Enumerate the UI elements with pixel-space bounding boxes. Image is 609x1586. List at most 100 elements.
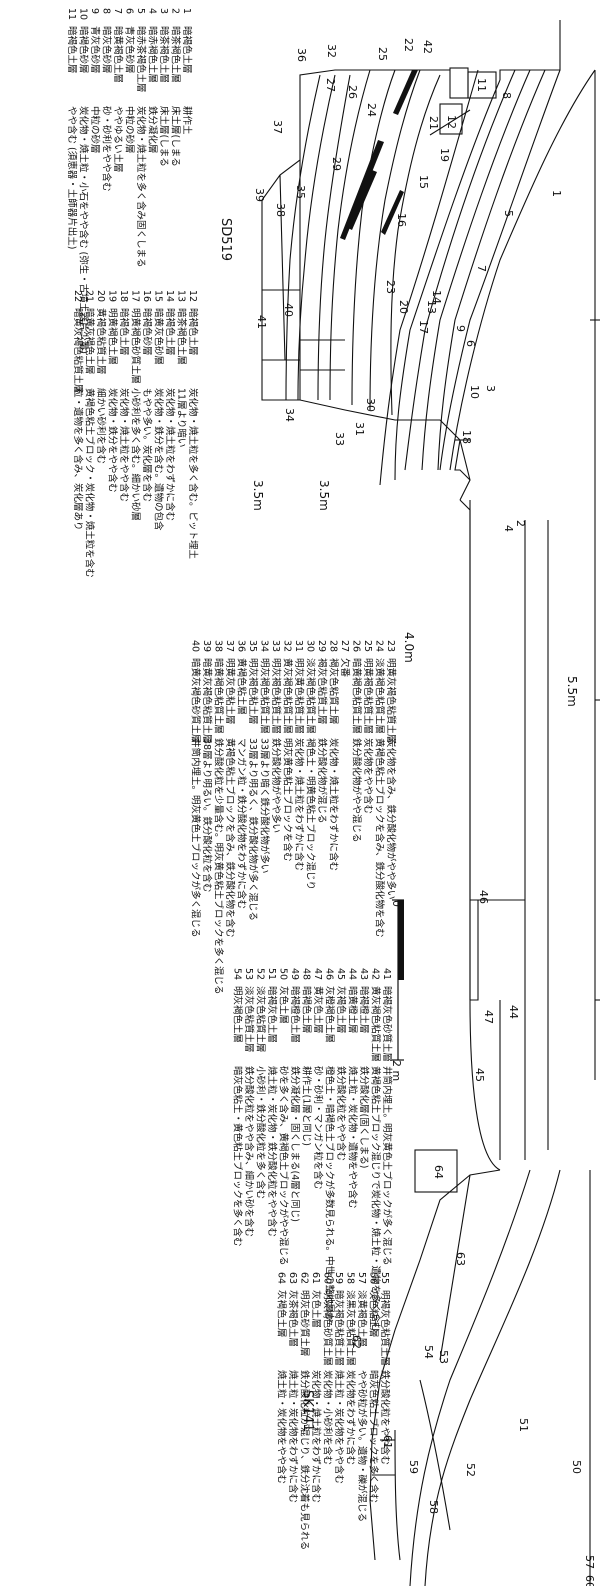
layer-number: 24 — [365, 103, 378, 117]
legend-color: 暗褐色土層 — [181, 26, 193, 74]
layer-boundary — [409, 1169, 531, 1586]
legend-no: 10 — [78, 8, 89, 20]
legend-color: 明黄褐色砂質土層 — [130, 308, 142, 384]
legend-note: 中粒の砂層 — [124, 106, 136, 154]
legend-no: 1 — [181, 8, 192, 14]
legend-note: 粒・遺物を多く含み、炭化層あり — [72, 388, 84, 531]
layer-number: 12 — [445, 115, 458, 129]
legend-color: 黄褐色粘質土層 — [95, 308, 107, 375]
layer-boundary — [369, 69, 421, 411]
legend-color: 明黄褐色土層 — [107, 308, 119, 365]
layer-number: 62 — [350, 1335, 363, 1349]
legend-no: 38 — [213, 640, 224, 652]
layer-number: 41 — [255, 315, 268, 329]
legend-note: 鉄分酸化物がやや混じる — [351, 738, 363, 843]
layer-number: 54 — [422, 1345, 435, 1359]
legend-41-54: 41暗褐灰色砂質土層井筒内埋土。明灰黄色土ブロックが多く混じる42黄灰褐色粘質土… — [232, 968, 394, 1332]
layer-number: 20 — [397, 300, 410, 314]
layer-number: 11 — [475, 78, 488, 92]
legend-color: 淡灰褐色粘質土層 — [305, 658, 317, 734]
legend-23-40: 23明黄灰褐色粘質土層炭化物を含み、鉄分酸化物がやや多い24淡黄褐色粘質土層黄褐… — [190, 640, 398, 995]
legend-no: 60 — [322, 1272, 333, 1284]
legend-note: 炭化物・焼土粒を多く含み固くしまる — [135, 106, 147, 268]
legend-note: 中粒の砂層 — [89, 106, 101, 154]
layer-boundary — [419, 1379, 451, 1531]
layer-number: 25 — [376, 47, 389, 61]
legend-note: 焼土粒・炭化物をやや含む — [276, 1370, 288, 1484]
label-sd519: SD519 — [218, 218, 233, 261]
layer-boundary — [437, 69, 546, 471]
layer-number: 30 — [364, 398, 377, 412]
legend-no: 36 — [236, 640, 247, 652]
legend-no: 6 — [124, 8, 135, 14]
legend-color: 黄褐色粘土層 — [236, 658, 248, 715]
legend-no: 14 — [164, 290, 175, 302]
legend-no: 29 — [316, 640, 327, 652]
legend-no: 45 — [335, 968, 346, 980]
layer-number: 18 — [460, 430, 473, 444]
legend-note: 鉄分酸化層(固くしまる) — [358, 1066, 370, 1168]
legend-no: 25 — [362, 640, 373, 652]
layer-number: 34 — [283, 408, 296, 422]
legend-color: 淡黄褐色粘質土層 — [374, 658, 386, 734]
sk141-outline — [369, 1169, 501, 1561]
legend-no: 8 — [101, 8, 112, 14]
legend-note: 鉄分凝化層 — [147, 106, 159, 154]
legend-note: 鉄分酸化粒をやや含み、細かい砂を含む — [243, 1066, 255, 1237]
legend-no: 4 — [147, 8, 158, 14]
legend-color: 灰色土層 — [278, 986, 290, 1024]
legend-no: 9 — [89, 8, 100, 14]
scale-2m: 2 m — [390, 1060, 403, 1081]
legend-color: 暗褐色土層 — [164, 308, 176, 356]
legend-note: 炭化物・焼土粒をやや含む — [118, 388, 130, 502]
legend-no: 48 — [301, 968, 312, 980]
layer-number: 6 — [464, 340, 477, 347]
legend-55-64: 55明褐灰色粘質土層鉄分酸化粒をやや含む56灰色粘土層暗灰色粘土ブロックを多く含… — [276, 1272, 392, 1550]
legend-12-22: 12暗褐色土層炭化物・焼土粒を多く含む。ピット埋土13暗茶褐色土層11層より暗い… — [72, 290, 199, 578]
legend-color: 明灰褐色砂質土層 — [322, 1290, 334, 1366]
legend-color: 暗褐灰色砂質土層 — [381, 986, 393, 1062]
legend-color: 明灰色砂質土層 — [299, 1290, 311, 1357]
legend-note: 鉄分酸化粒を少量含む。明灰黄色粘土ブロックを多く混じる — [213, 738, 225, 995]
legend-no: 18 — [118, 290, 129, 302]
layer-boundary — [351, 69, 396, 406]
legend-color: 灰褐色土層 — [276, 1290, 288, 1338]
layer-number: 47 — [482, 1010, 495, 1024]
legend-no: 21 — [84, 290, 95, 302]
label-55: 5.5m — [565, 676, 579, 707]
legend-color: 淡黒灰色粘質土層 — [345, 1290, 357, 1366]
layer-number: 8 — [500, 92, 513, 99]
legend-no: 19 — [107, 290, 118, 302]
legend-no: 33 — [270, 640, 281, 652]
legend-note: 焼土粒・炭化物をわずかに含む — [287, 1370, 299, 1503]
block-8 — [449, 67, 469, 99]
legend-note: 鉄分凝化層・固くしまる(4層と同じ) — [289, 1066, 301, 1222]
legend-color: 青灰色砂層 — [89, 26, 101, 74]
legend-color: 暗褐灰色土層 — [266, 986, 278, 1043]
block-64 — [414, 1149, 458, 1193]
layer-number: 33 — [333, 432, 346, 446]
legend-color: 明灰褐色土層 — [232, 986, 244, 1043]
layer-number: 61 — [381, 1435, 394, 1449]
legend-color: 暗褐色砂層 — [78, 26, 90, 74]
layer-number: 44 — [507, 1005, 520, 1019]
layer-number: 53 — [437, 1350, 450, 1364]
legend-color: 暗黄灰色砂層 — [153, 308, 165, 365]
legend-note: 38層より明るい。鉄分酸化粒を含む — [201, 738, 213, 892]
legend-note: 小砂利・鉄分酸化粒を多く含む — [255, 1066, 267, 1199]
legend-no: 54 — [232, 968, 243, 980]
legend-no: 55 — [379, 1272, 390, 1284]
layer-number: 22 — [402, 38, 415, 52]
legend-note: 黄褐色粘土ブロックを含み、鉄分酸化物を含む — [374, 738, 386, 938]
legend-no: 31 — [293, 640, 304, 652]
label-40: 4.0m — [402, 632, 416, 663]
legend-color: 褐灰色粘質土層 — [316, 658, 328, 725]
layer-number: 21 — [427, 116, 440, 130]
legend-note: 33層より暗く鉄分酸化物が多い — [259, 738, 271, 873]
legend-color: 淡黄褐色土層 — [356, 1290, 368, 1347]
legend-color: 灰褐色土層 — [335, 986, 347, 1034]
legend-color: 暗茶褐色土層 — [176, 308, 188, 365]
legend-no: 17 — [130, 290, 141, 302]
legend-note: 鉄分酸化粒をやや含む — [379, 1370, 391, 1465]
legend-color: 暗黄褐色土層 — [112, 26, 124, 83]
